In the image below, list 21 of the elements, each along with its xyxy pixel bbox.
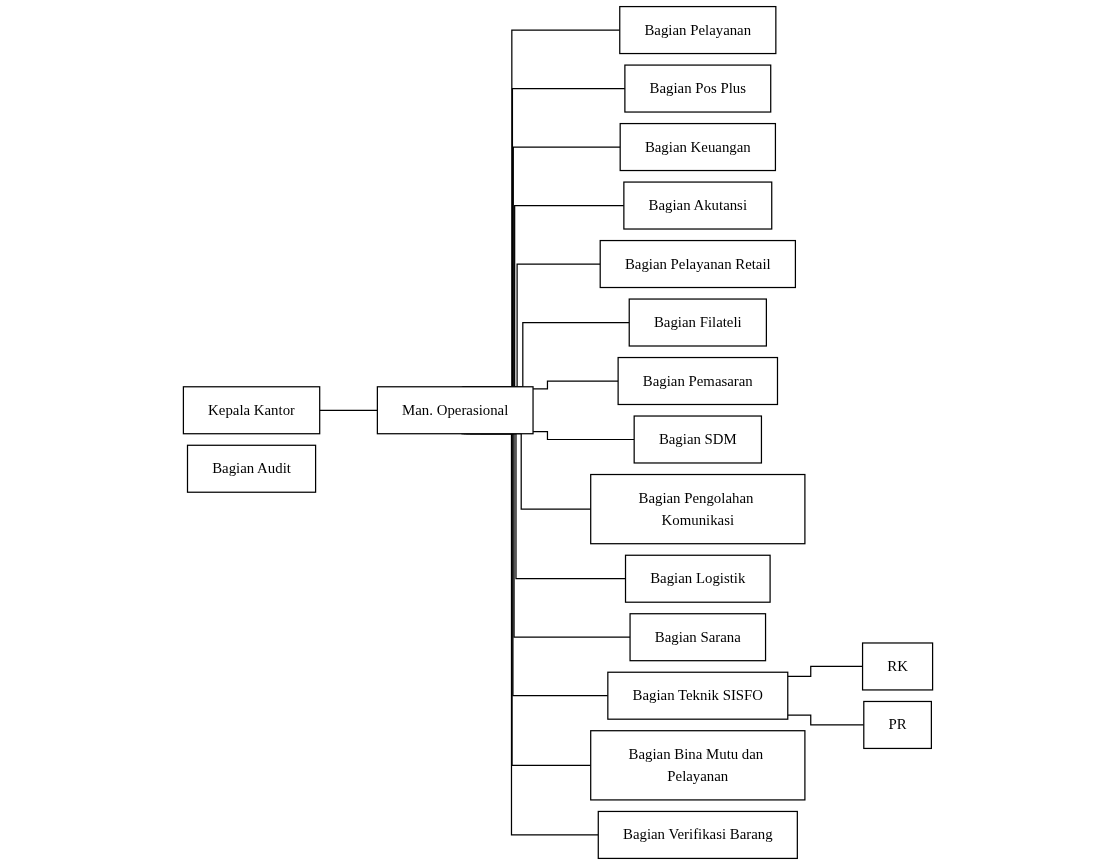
node-box: Bagian Pelayanan bbox=[619, 5, 777, 55]
node-box: Kepala Kantor bbox=[182, 386, 321, 435]
node-box: Bagian Teknik SISFO bbox=[607, 671, 789, 720]
connector bbox=[532, 431, 635, 441]
node-box: Bagian Keuangan bbox=[619, 122, 777, 172]
node-box: PR bbox=[863, 700, 932, 750]
node-box: Bagian Pengolahan Komunikasi bbox=[590, 473, 806, 545]
node-box: Bagian Pemasaran bbox=[617, 356, 779, 406]
node-box: Bagian Logistik bbox=[624, 554, 771, 603]
node-box: Bagian Filateli bbox=[628, 298, 767, 347]
node-box: Bagian Verifikasi Barang bbox=[597, 810, 798, 860]
node-box: RK bbox=[861, 642, 934, 691]
node-box: Bagian Bina Mutu dan Pelayanan bbox=[590, 730, 806, 801]
node-box: Bagian SDM bbox=[633, 415, 763, 464]
node-box: Bagian Audit bbox=[186, 444, 317, 493]
node-box: Bagian Pos Plus bbox=[624, 64, 772, 113]
node-box: Bagian Pelayanan Retail bbox=[599, 239, 796, 289]
node-box: Man. Operasional bbox=[376, 386, 534, 435]
node-box: Bagian Sarana bbox=[629, 613, 767, 662]
node-box: Bagian Akutansi bbox=[623, 181, 773, 230]
connector bbox=[319, 409, 378, 411]
